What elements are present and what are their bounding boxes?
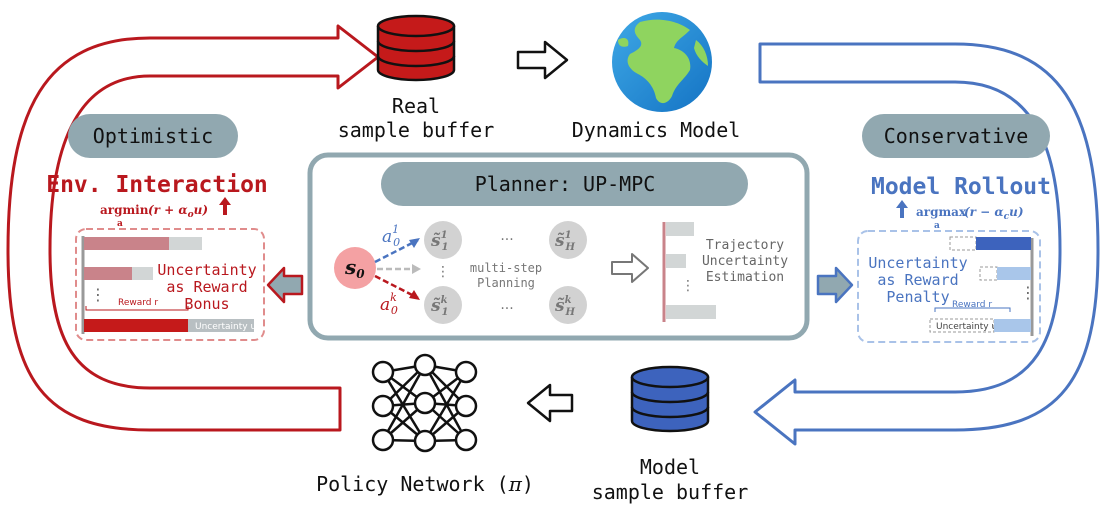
globe-icon [612,12,712,112]
left-formula-expr: (r + α [148,203,188,217]
arrow-buffer-to-dynamics [516,40,569,80]
right-uncertainty-line-3: Penalty [886,288,949,306]
right-formula-sub: a [934,221,940,231]
left-reward-label: Reward r [118,298,158,308]
left-bar-3 [84,319,188,332]
left-formula: argmin a (r + αou) [100,197,231,229]
left-uncertainty-line-3: Bonus [184,295,229,313]
left-formula-sub: a [117,219,123,229]
svg-text:argmax: argmax [916,205,967,219]
traj-bar-3 [666,305,716,319]
planner-title-pill [381,162,748,206]
left-bar-2 [84,267,132,280]
right-formula-op: argmax [916,205,967,219]
left-formula-sub2: o [188,210,194,220]
left-dots: ⋮ [90,285,106,304]
right-uncertainty-label: Uncertainty u [936,322,997,332]
model-buffer-label-1: Model [640,455,700,479]
real-buffer-label-1: Real [392,94,440,118]
bottom-ellipsis: ··· [500,301,513,317]
svg-text:argmin: argmin [100,203,149,217]
left-uncertainty-line-2: as Reward [166,278,247,296]
model-buffer-label-2: sample buffer [592,480,749,504]
s0-node [334,247,376,289]
left-formula-op: argmin [100,203,149,217]
left-uncertainty-line-1: Uncertainty [157,261,256,279]
conservative-badge [862,114,1050,158]
right-bar-2 [997,267,1031,280]
real-buffer-label-2: sample buffer [338,118,495,142]
traj-label-2: Uncertainty [702,254,788,269]
right-uncertainty-line-2: as Reward [877,271,958,289]
mid-vdots: ⋮ [436,264,450,280]
dynamics-model-label: Dynamics Model [572,118,741,142]
right-uncertainty-box [857,230,1041,343]
traj-vdots: ⋮ [681,278,695,294]
traj-label-3: Estimation [706,270,784,285]
sHk-node [549,286,587,324]
left-uncertainty-box [75,228,265,341]
left-uncertainty-label: Uncertainty u [195,322,256,332]
arrow-model-buffer-to-policy [526,383,574,423]
sH1-node [549,221,587,259]
left-bar-1 [84,237,169,250]
s0-label: s0 [344,255,365,281]
policy-network-icon [371,353,478,453]
left-bar-3-unc [188,319,254,332]
left-bar-2-unc [132,267,153,280]
top-ellipsis: ··· [500,232,513,248]
svg-text:(r − αcu): (r − αcu) [964,205,1024,222]
conservative-badge-label: Conservative [884,124,1029,148]
real-buffer-icon [376,14,456,82]
optimistic-badge [68,114,238,158]
multi-step-label-2: Planning [477,276,535,290]
arrow-planner-to-left [266,266,304,304]
model-rollout-title: Model Rollout [871,174,1051,200]
left-bar-1-unc [169,237,202,250]
right-bar-1-unc [949,236,977,251]
right-uncertainty-line-1: Uncertainty [868,254,967,272]
s1k-node [424,286,462,324]
traj-label-1: Trajectory [706,238,784,253]
arrow-planner-to-right [816,266,854,304]
right-bar-3 [994,319,1031,332]
multi-step-label-1: multi-step [470,261,542,275]
optimistic-badge-label: Optimistic [93,124,213,148]
svg-text:(r + αou): (r + αou) [148,203,208,220]
right-formula-end: u) [1009,205,1023,219]
traj-bar-2 [666,254,686,268]
traj-bar-1 [666,222,694,236]
planner-title: Planner: UP-MPC [475,172,656,196]
right-bar-1 [976,237,1031,250]
model-buffer-icon [630,365,710,433]
right-formula-sub2: c [1004,212,1010,222]
env-interaction-title: Env. Interaction [46,172,268,198]
policy-network-label: Policy Network (π) [316,472,534,496]
right-loop-band [753,42,1100,446]
right-reward-label: Reward r [952,300,992,310]
right-dots: ⋮ [1020,283,1036,302]
right-formula: argmax a (r − αcu) [896,200,1024,231]
right-formula-expr: (r − α [964,205,1004,219]
s11-node [424,221,462,259]
right-bar-2-unc [979,266,998,281]
left-formula-end: u) [194,203,208,217]
arrow-to-trajectory [611,253,649,283]
